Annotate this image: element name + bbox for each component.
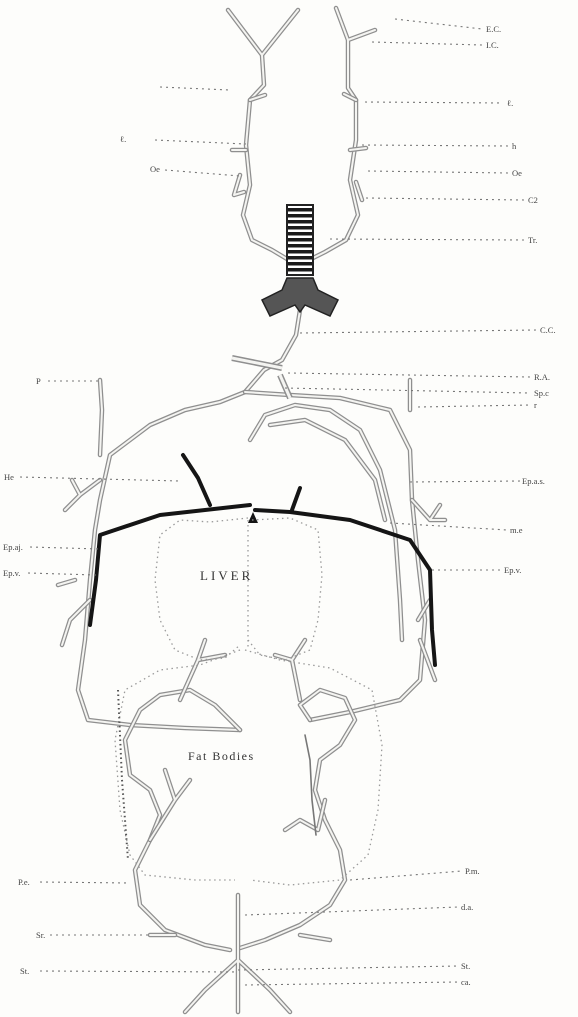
right-carotid-vessel-lumen bbox=[305, 8, 375, 262]
blood-vessels bbox=[58, 8, 445, 1012]
labels-left: ℓ. Oe P He Ep.aj. Ep.v. P.e. Sr. St. bbox=[3, 134, 160, 976]
trachea-ring bbox=[288, 214, 312, 218]
label-s-left: Sr. bbox=[36, 930, 45, 940]
liver-label: LIVER bbox=[200, 568, 253, 583]
trachea-ring bbox=[288, 244, 312, 248]
label-epaj: Ep.aj. bbox=[3, 542, 23, 552]
label-pm: P.m. bbox=[465, 866, 480, 876]
label-cc: C.C. bbox=[540, 325, 556, 335]
label-spc: Sp.c bbox=[534, 388, 549, 398]
dorsal-aorta-vessel-lumen bbox=[185, 895, 290, 1012]
label-ca: ca. bbox=[461, 977, 471, 987]
label-r-right: r bbox=[534, 400, 537, 410]
trachea-ring bbox=[288, 232, 312, 236]
trachea-ring bbox=[288, 226, 312, 230]
label-da: d.a. bbox=[461, 902, 473, 912]
label-c2: C2 bbox=[528, 195, 538, 205]
label-l-right: ℓ. bbox=[507, 98, 513, 108]
label-ra: R.A. bbox=[534, 372, 550, 382]
bronchi bbox=[262, 278, 338, 316]
trachea-ring bbox=[288, 262, 312, 266]
hepatic-vein-top bbox=[183, 455, 210, 505]
hepatic-loop-inner-lumen bbox=[270, 420, 385, 520]
label-tr: Tr. bbox=[528, 235, 537, 245]
right-carotid-vessel bbox=[305, 8, 375, 262]
trachea-ring bbox=[288, 208, 312, 212]
label-p-left: P bbox=[36, 376, 41, 386]
label-oe-right: Oe bbox=[512, 168, 522, 178]
trachea bbox=[287, 205, 313, 275]
liver-outline bbox=[155, 518, 322, 660]
aortic-arch-vessel bbox=[78, 310, 300, 730]
label-epv-right: Ep.v. bbox=[504, 565, 521, 575]
label-me: m.e bbox=[510, 525, 523, 535]
label-epv-left: Ep.v. bbox=[3, 568, 20, 578]
hepatic-loop-vessel-lumen bbox=[250, 405, 402, 640]
labels-right: E.C. I.C. ℓ. h Oe C2 Tr. C.C. R.A. Sp.c … bbox=[461, 24, 556, 987]
hepatic-loop-vessel bbox=[250, 405, 402, 640]
label-he: He bbox=[4, 472, 14, 482]
hepatic-vein-mid bbox=[292, 488, 300, 510]
bronchi-shape bbox=[262, 278, 338, 316]
liver-junction bbox=[248, 512, 258, 523]
label-h-right: h bbox=[512, 141, 517, 151]
label-oe-left: Oe bbox=[150, 164, 160, 174]
trachea-ring bbox=[288, 256, 312, 260]
label-pe: P.e. bbox=[18, 877, 30, 887]
label-ic: I.C. bbox=[486, 40, 499, 50]
fat-bodies-label: Fat Bodies bbox=[188, 749, 255, 763]
trachea-ring bbox=[288, 250, 312, 254]
fat-body-inner-right bbox=[275, 640, 305, 700]
aortic-arch-vessel-lumen bbox=[78, 310, 300, 730]
label-st-right: St. bbox=[461, 961, 470, 971]
hepatic-vein-right bbox=[255, 510, 435, 665]
label-ec: E.C. bbox=[486, 24, 501, 34]
label-l-left-top: ℓ. bbox=[120, 134, 126, 144]
label-epas: Ep.a.s. bbox=[522, 476, 545, 486]
hepatic-vein-left bbox=[90, 505, 250, 625]
label-st-left: St. bbox=[20, 966, 29, 976]
trachea-ring bbox=[288, 238, 312, 242]
trachea-ring bbox=[288, 220, 312, 224]
trachea-ring bbox=[288, 268, 312, 272]
